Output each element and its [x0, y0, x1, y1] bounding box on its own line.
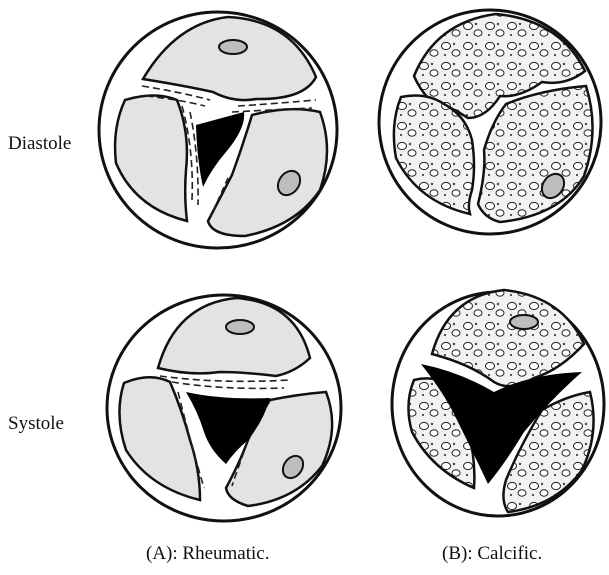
calcific-diastole-valve [379, 10, 601, 234]
row-label-systole: Systole [8, 413, 64, 435]
caption-rheumatic: (A): Rheumatic. [146, 543, 269, 565]
calcific-systole-valve [392, 290, 604, 516]
caption-calcific: (B): Calcific. [442, 543, 542, 565]
row-label-diastole: Diastole [8, 133, 71, 155]
coronary-ostium [510, 315, 538, 329]
rheumatic-diastole-valve [99, 12, 337, 248]
coronary-ostium [226, 320, 254, 334]
coronary-ostium [219, 40, 247, 54]
rheumatic-systole-valve [107, 295, 341, 521]
